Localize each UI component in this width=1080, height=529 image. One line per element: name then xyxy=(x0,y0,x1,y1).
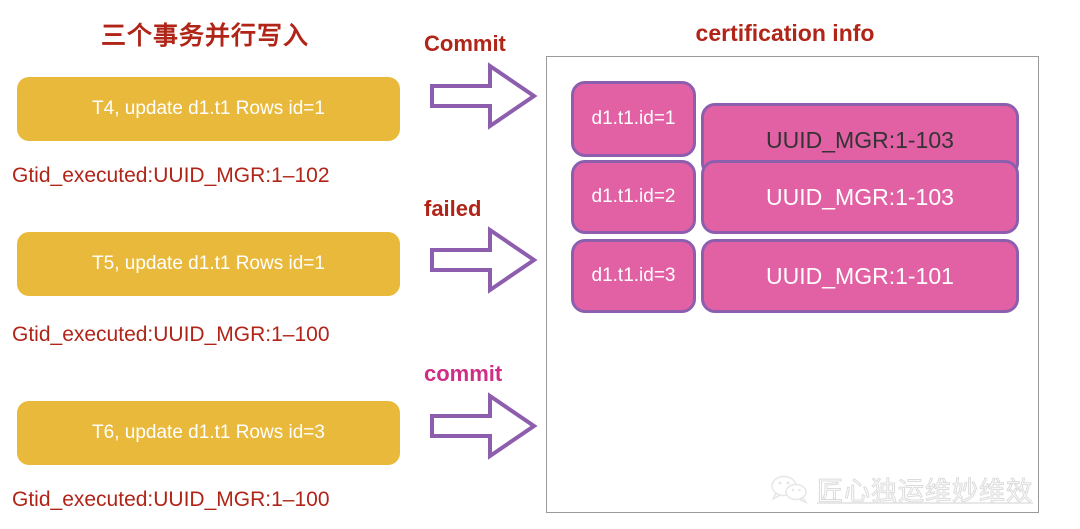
certification-row: d1.t1.id=3 UUID_MGR:1-101 xyxy=(547,239,1038,317)
arrow-right-icon xyxy=(428,222,538,298)
gtid-executed-t6: Gtid_executed:UUID_MGR:1–100 xyxy=(12,488,330,511)
wechat-icon xyxy=(770,474,810,504)
gtid-executed-t4: Gtid_executed:UUID_MGR:1–102 xyxy=(12,164,330,187)
transaction-box-t5: T5, update d1.t1 Rows id=1 xyxy=(17,232,400,296)
transaction-box-t4: T4, update d1.t1 Rows id=1 xyxy=(17,77,400,141)
transaction-label: T6, update d1.t1 Rows id=3 xyxy=(92,422,325,443)
certification-info-title: certification info xyxy=(695,20,875,46)
certification-key: d1.t1.id=1 xyxy=(571,81,696,157)
arrow-label-failed: failed xyxy=(424,196,482,221)
arrow-label-commit-2: commit xyxy=(424,361,503,386)
certification-info-panel: d1.t1.id=1 UUID_MGR:1-103 d1.t1.id=2 UUI… xyxy=(546,56,1039,513)
transaction-label: T4, update d1.t1 Rows id=1 xyxy=(92,98,325,119)
certification-value: UUID_MGR:1-101 xyxy=(701,239,1019,313)
arrow-label-commit-1: Commit xyxy=(424,31,506,56)
watermark: 匠心独运维妙维效 xyxy=(770,470,1033,508)
certification-key: d1.t1.id=2 xyxy=(571,160,696,234)
certification-row: d1.t1.id=1 UUID_MGR:1-103 xyxy=(547,81,1038,177)
transaction-label: T5, update d1.t1 Rows id=1 xyxy=(92,253,325,274)
left-column-title: 三个事务并行写入 xyxy=(100,22,309,50)
certification-value: UUID_MGR:1-103 xyxy=(701,160,1019,234)
arrow-right-icon xyxy=(428,58,538,134)
gtid-executed-t5: Gtid_executed:UUID_MGR:1–100 xyxy=(12,323,330,346)
transaction-box-t6: T6, update d1.t1 Rows id=3 xyxy=(17,401,400,465)
arrow-right-icon xyxy=(428,388,538,464)
certification-key: d1.t1.id=3 xyxy=(571,239,696,313)
certification-row: d1.t1.id=2 UUID_MGR:1-103 xyxy=(547,160,1038,238)
watermark-text: 匠心独运维妙维效 xyxy=(816,475,1034,506)
